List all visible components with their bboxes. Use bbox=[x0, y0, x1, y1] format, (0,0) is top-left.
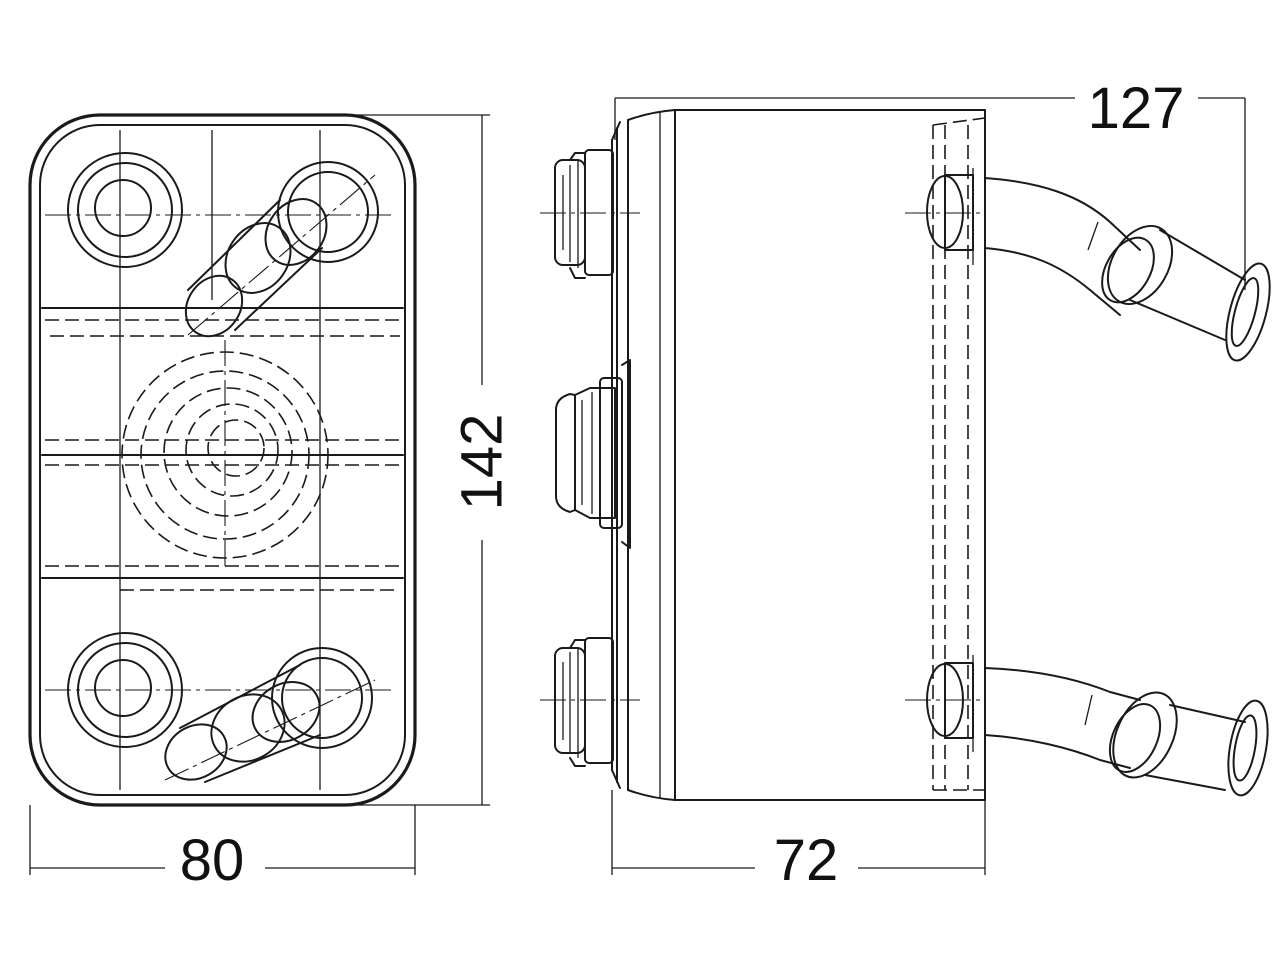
dimension-length-overall: 127 bbox=[614, 76, 1246, 290]
side-view-fitting-bottom bbox=[540, 637, 640, 767]
dimension-width-side: 72 bbox=[611, 790, 986, 893]
dimension-label-length-overall: 127 bbox=[1088, 76, 1185, 141]
side-view-fitting-middle bbox=[555, 359, 631, 549]
dimension-label-width-side: 72 bbox=[774, 828, 839, 893]
front-view bbox=[28, 113, 417, 807]
front-view-port-bottom-left bbox=[67, 632, 183, 748]
front-view-body-outline bbox=[28, 113, 417, 807]
front-view-center-boss bbox=[121, 351, 329, 559]
front-view-port-top-left bbox=[67, 152, 183, 268]
side-view-body bbox=[611, 109, 986, 801]
front-view-tube-top bbox=[184, 161, 379, 338]
dimension-height: 142 bbox=[330, 114, 515, 806]
front-view-plate-lines bbox=[41, 307, 404, 591]
side-view-pipe-bottom bbox=[905, 655, 1269, 797]
front-view-body-inner-outline bbox=[39, 124, 406, 796]
dimension-label-height: 142 bbox=[450, 414, 515, 511]
dimension-label-width-front: 80 bbox=[180, 828, 245, 893]
side-view bbox=[540, 109, 1271, 801]
dimension-width-front: 80 bbox=[29, 805, 416, 893]
side-view-rear-flange bbox=[932, 117, 986, 791]
front-view-center-lines bbox=[45, 130, 395, 790]
front-view-tube-bottom bbox=[164, 647, 376, 783]
side-view-pipe-top bbox=[905, 168, 1271, 362]
side-view-fitting-top bbox=[540, 149, 640, 279]
